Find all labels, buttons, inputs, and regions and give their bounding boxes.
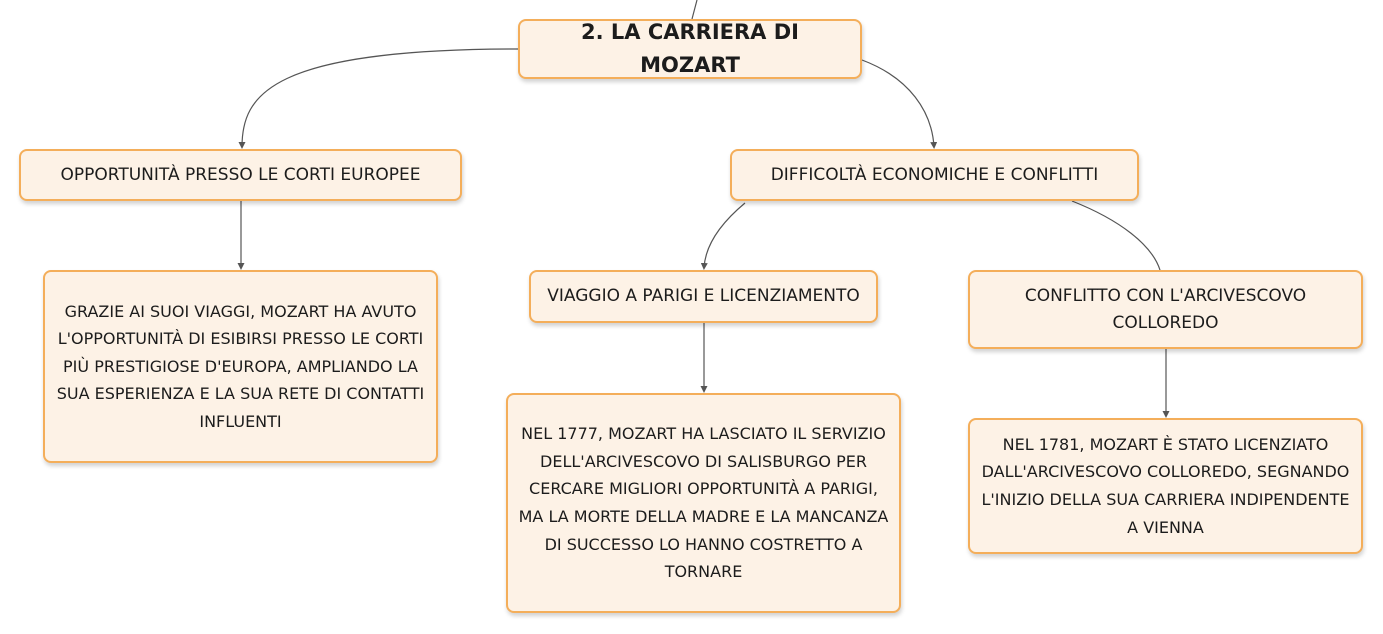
node-conflitto-label: CONFLITTO CON L'ARCIVESCOVO COLLOREDO [1024, 286, 1307, 333]
connector-root-to-difficolta [861, 59, 938, 149]
node-opportunita[interactable]: OPPORTUNITÀ PRESSO LE CORTI EUROPEE [19, 149, 462, 201]
node-viaggio-detail[interactable]: NEL 1777, MOZART HA LASCIATO IL SERVIZIO… [506, 393, 901, 613]
connector-incoming [691, 0, 698, 20]
node-viaggio-detail-text: NEL 1777, MOZART HA LASCIATO IL SERVIZIO… [518, 424, 889, 582]
node-opportunita-detail[interactable]: GRAZIE AI SUOI VIAGGI, MOZART HA AVUTO L… [43, 270, 438, 463]
node-conflitto[interactable]: CONFLITTO CON L'ARCIVESCOVO COLLOREDO [968, 270, 1363, 349]
root-title: 2. LA CARRIERA DI MOZART [581, 20, 799, 77]
node-conflitto-detail[interactable]: NEL 1781, MOZART È STATO LICENZIATO DALL… [968, 418, 1363, 554]
node-opportunita-detail-text: GRAZIE AI SUOI VIAGGI, MOZART HA AVUTO L… [56, 301, 425, 431]
node-viaggio[interactable]: VIAGGIO A PARIGI E LICENZIAMENTO [529, 270, 878, 323]
node-conflitto-detail-text: NEL 1781, MOZART È STATO LICENZIATO DALL… [981, 434, 1350, 537]
node-viaggio-label: VIAGGIO A PARIGI E LICENZIAMENTO [547, 286, 860, 307]
node-difficolta[interactable]: DIFFICOLTÀ ECONOMICHE E CONFLITTI [730, 149, 1139, 201]
connector-root-to-opportunita [238, 48, 519, 149]
connector-difficolta-to-conflitto [1071, 200, 1161, 271]
connector-difficolta-to-viaggio [700, 202, 746, 270]
node-difficolta-label: DIFFICOLTÀ ECONOMICHE E CONFLITTI [770, 164, 1099, 185]
root-node[interactable]: 2. LA CARRIERA DI MOZART [518, 19, 862, 79]
node-opportunita-label: OPPORTUNITÀ PRESSO LE CORTI EUROPEE [60, 164, 421, 185]
